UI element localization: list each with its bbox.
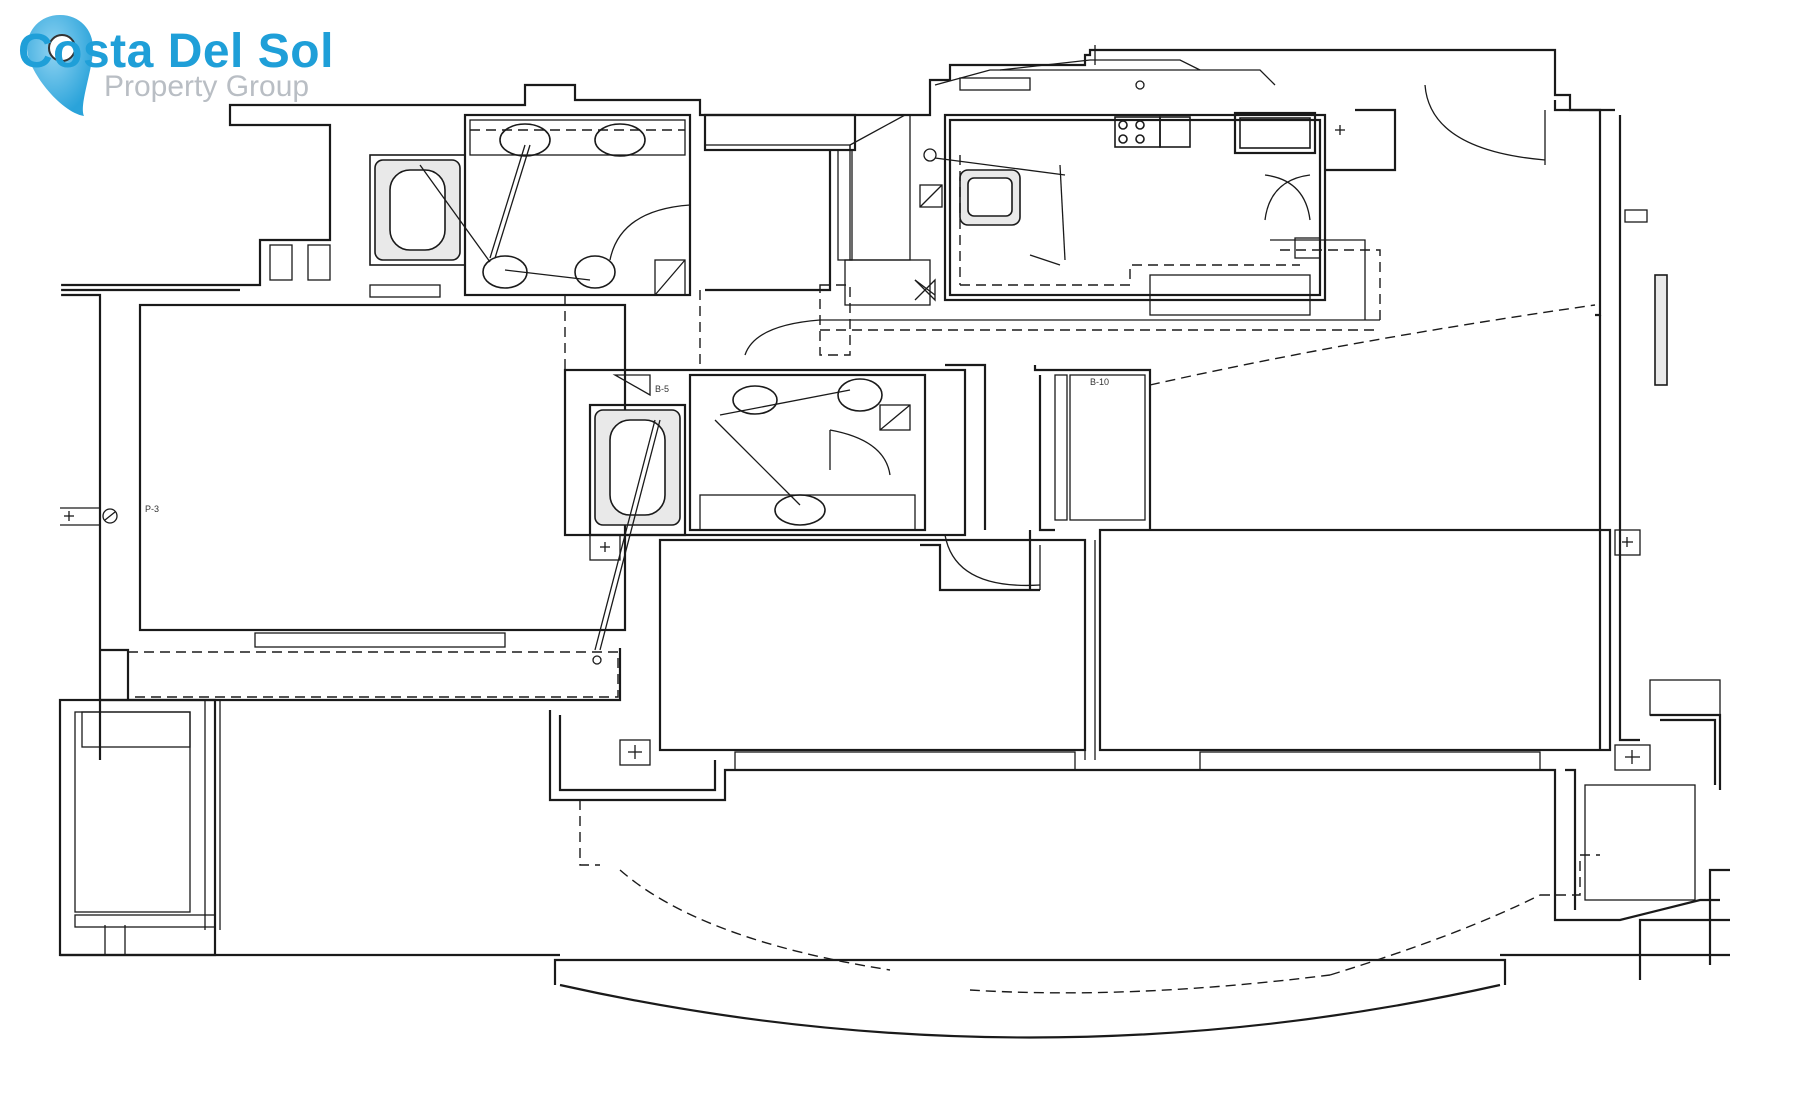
label-p3: P-3 (145, 504, 159, 514)
brand-logo: Costa Del Sol Property Group (8, 8, 348, 118)
room-left-bedroom: P-3 (60, 303, 627, 702)
label-b5: B-5 (655, 384, 669, 394)
room-hallway: B-10 B-5 (655, 363, 1152, 592)
terrace (548, 679, 1722, 994)
corridor (564, 113, 936, 370)
room-kitchen (919, 111, 1381, 320)
room-master-bath (269, 113, 692, 298)
brand-tagline: Property Group (104, 70, 310, 103)
room-second-bath (563, 368, 967, 665)
room-living (1098, 528, 1651, 771)
room-left-closet (58, 698, 221, 957)
map-pin-icon (27, 15, 93, 116)
brand-title: Costa Del Sol (18, 25, 334, 78)
room-middle-bedroom (658, 538, 1096, 771)
outer-walls (58, 48, 1730, 1100)
room-entry (820, 45, 1668, 386)
label-b10: B-10 (1090, 377, 1109, 387)
